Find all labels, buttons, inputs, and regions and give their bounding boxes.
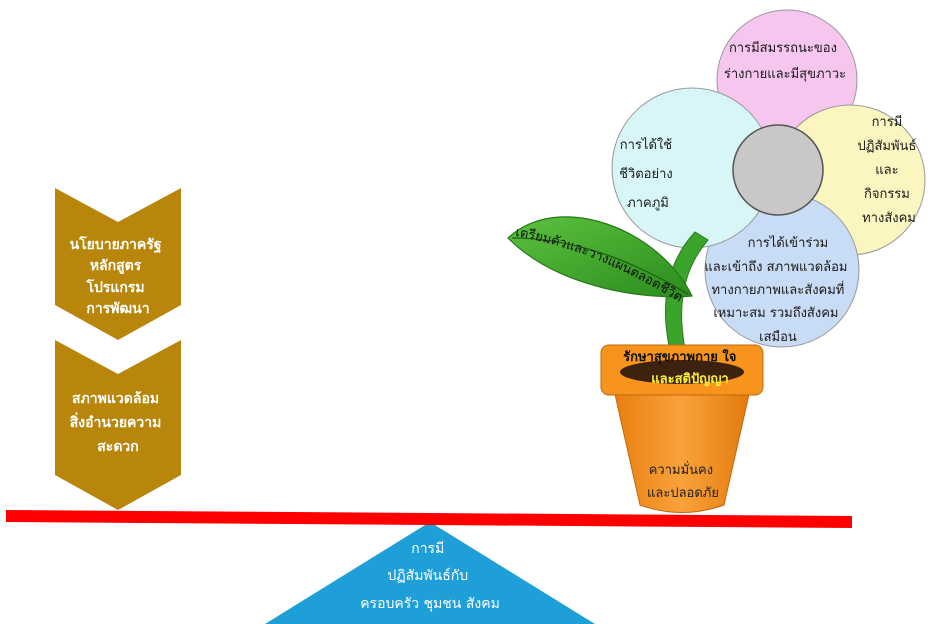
balance-beam [6,510,852,528]
chevron-policy-text: นโยบายภาครัฐ หลักสูตร โปรแกรม การพัฒนา [70,235,167,317]
fulcrum-text: การมี ปฏิสัมพันธ์กับ ครอบครัว ชุมชน สังค… [360,541,500,612]
pot-soil [620,360,744,384]
flower-center [732,124,824,216]
chevron-environment-text: สภาพแวดล้อม สิ่งอำนวยความ สะดวก [69,391,166,455]
leaf [507,216,693,298]
leaf-vein [511,237,689,295]
petal-top-text: การมีสมรรถนะของ ร่างกายและมีสุขภาวะ [724,40,846,82]
petal-right-text: การมี ปฏิสัมพันธ์ และ กิจกรรม ทางสังคม [857,114,920,226]
flower-pot: รักษาสุขภาพกาย ใจ และสติปัญญา ความมั่นคง… [600,344,764,513]
chevron-policy: นโยบายภาครัฐ หลักสูตร โปรแกรม การพัฒนา [55,188,181,340]
petal-bottom-text: การได้เข้าร่วม และเข้าถึง สภาพแวดล้อม ทา… [704,235,851,345]
fulcrum-triangle: การมี ปฏิสัมพันธ์กับ ครอบครัว ชุมชน สังค… [265,522,595,624]
plant-stem [664,231,709,371]
pot-rim-text: รักษาสุขภาพกาย ใจ และสติปัญญา [623,348,741,387]
pot-body-text: ความมั่นคง และปลอดภัย [647,461,719,501]
chevron-environment: สภาพแวดล้อม สิ่งอำนวยความ สะดวก [55,340,181,510]
petal-left-text: การได้ใช้ ชีวิตอย่าง ภาคภูมิ [619,137,677,211]
